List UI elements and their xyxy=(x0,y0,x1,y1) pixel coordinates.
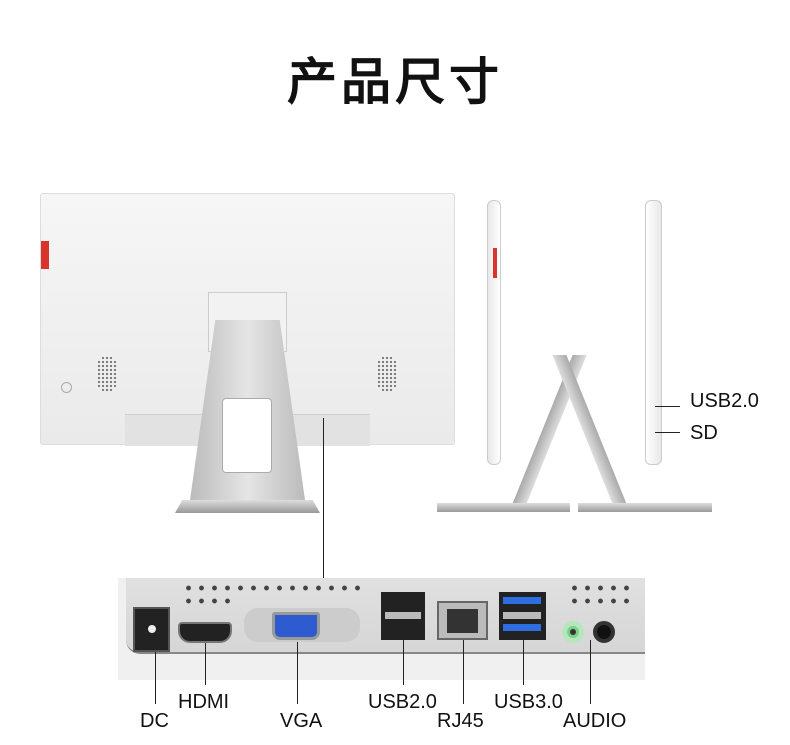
red-tag-side xyxy=(493,248,497,278)
page-title: 产品尺寸 xyxy=(287,53,503,111)
stand-base xyxy=(175,500,320,513)
side-base-right xyxy=(578,503,712,512)
speaker-vent-right xyxy=(377,356,397,392)
usb3-port xyxy=(499,592,546,640)
side-label-sd: SD xyxy=(690,422,718,444)
dc-port xyxy=(133,607,170,652)
monitor-side-view-right xyxy=(645,200,662,465)
monitor-side-view-left xyxy=(487,200,501,465)
label-audio: AUDIO xyxy=(563,710,627,732)
audio-jack-black xyxy=(593,621,615,643)
red-tag xyxy=(41,241,49,269)
side-label-usb2: USB2.0 xyxy=(690,390,759,412)
label-hdmi: HDMI xyxy=(178,691,230,713)
side-base-left xyxy=(437,503,570,512)
speaker-vent-left xyxy=(97,356,117,392)
rj45-port xyxy=(437,601,488,640)
label-usb3: USB3.0 xyxy=(494,691,563,713)
usb2-port xyxy=(381,592,425,640)
power-button xyxy=(61,382,72,393)
stand-hole xyxy=(222,398,272,473)
audio-jack-green xyxy=(562,621,584,643)
hdmi-port xyxy=(178,622,232,643)
label-vga: VGA xyxy=(280,710,323,732)
label-usb2: USB2.0 xyxy=(368,691,437,713)
vga-connector xyxy=(272,612,320,640)
side-stand-arm-right xyxy=(552,355,629,510)
label-rj45: RJ45 xyxy=(437,710,484,732)
label-dc: DC xyxy=(140,710,169,732)
